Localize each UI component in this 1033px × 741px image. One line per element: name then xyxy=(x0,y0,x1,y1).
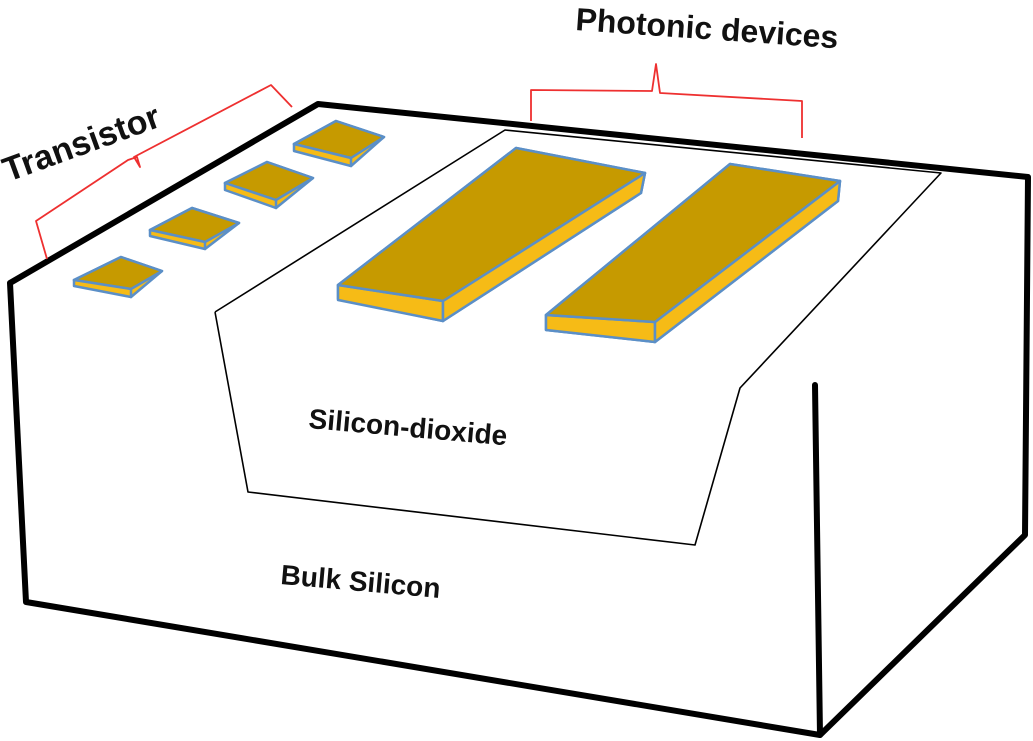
transistor-pad xyxy=(148,206,241,251)
transistor-pad xyxy=(292,119,386,168)
transistor-pads xyxy=(72,119,386,299)
photonic-waveguide xyxy=(336,146,647,323)
transistor-pad xyxy=(223,160,315,210)
substrate-right-face xyxy=(815,177,1028,735)
photonic-devices-label: Photonic devices xyxy=(575,1,840,55)
photonic-waveguide xyxy=(544,162,842,344)
transistor-label: Transistor xyxy=(0,98,165,190)
photonic-waveguides xyxy=(336,146,842,344)
substrate-outline xyxy=(7,101,1031,738)
transistor-bracket xyxy=(35,84,293,260)
transistor-pad xyxy=(72,255,164,299)
photonic-bracket xyxy=(530,63,803,138)
